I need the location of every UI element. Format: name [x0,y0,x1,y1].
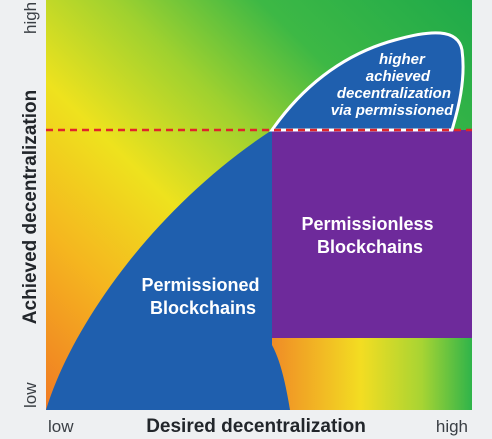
callout-label-line3: decentralization [337,85,451,102]
callout-label-line1: higher [379,51,426,68]
y-axis-title: Achieved decentralization [20,90,41,324]
permissioned-region [46,130,290,410]
x-axis-low-label: low [48,417,74,436]
lower-gradient-band [270,338,472,410]
permissionless-label: Permissionless Blockchains [301,214,438,257]
permissioned-label-line1: Permissioned [141,275,259,295]
permissionless-label-line1: Permissionless [301,214,433,234]
callout-label-line2: achieved [366,68,431,85]
y-axis-low-label: low [21,382,40,408]
x-axis-high-label: high [436,417,468,436]
callout-label-line4: via permissioned [331,102,454,119]
x-axis-title: Desired decentralization [146,416,366,437]
y-axis-high-label: high [21,2,40,34]
permissionless-label-line2: Blockchains [317,237,423,257]
permissionless-region [272,130,472,338]
permissioned-label-line2: Blockchains [150,298,256,318]
callout-label: higher achieved decentralization via per… [331,51,455,119]
permissioned-label: Permissioned Blockchains [141,275,264,318]
callout-bubble [269,31,465,132]
